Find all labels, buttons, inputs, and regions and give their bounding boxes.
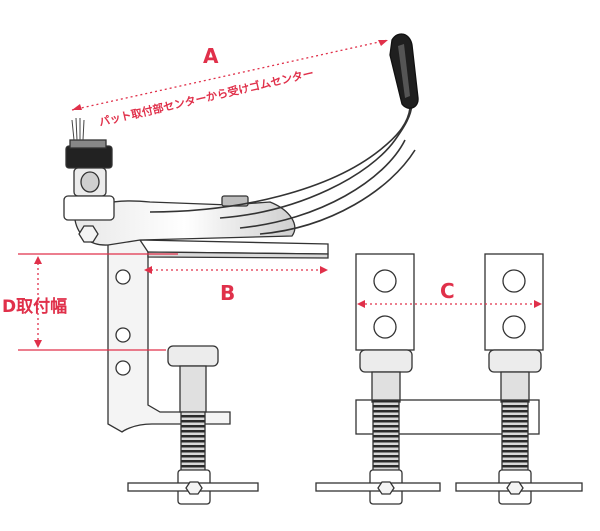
mount-hole <box>115 269 131 285</box>
mount-hole <box>373 315 397 339</box>
mount-hole <box>502 315 526 339</box>
front-view <box>315 253 583 505</box>
hex-bolt <box>78 225 99 243</box>
dimension-lines <box>18 39 542 351</box>
threaded-rod <box>501 399 529 473</box>
arrow-head <box>357 300 365 308</box>
mount-hole <box>115 327 131 343</box>
arrow-head <box>534 300 542 308</box>
arrow-head <box>144 266 152 274</box>
arrow-head <box>34 256 42 264</box>
mount-hole <box>115 360 131 376</box>
spring-arm <box>149 107 411 213</box>
dimension-a-label: A <box>203 44 219 68</box>
dimension-d-label: D取付幅 <box>2 296 67 317</box>
mount-hole <box>502 269 526 293</box>
dimension-a-caption: パット取付部センターから受けゴムセンター <box>98 66 316 129</box>
threaded-rod <box>180 411 206 473</box>
spring-arm <box>239 139 406 229</box>
spring-arm <box>259 149 416 235</box>
threaded-rod <box>372 399 400 473</box>
arrow-head <box>34 340 42 348</box>
dimension-b-label: B <box>220 281 235 305</box>
dimension-a-line <box>71 39 389 111</box>
arrow-head <box>72 104 82 110</box>
pad-threads <box>71 117 85 141</box>
spring-arm <box>219 103 413 219</box>
pad-holder <box>65 145 113 169</box>
clamp-handle <box>167 345 219 367</box>
arrow-head <box>378 40 388 46</box>
dimension-c-label: C <box>440 279 455 303</box>
mount-hole <box>373 269 397 293</box>
side-view <box>63 33 419 505</box>
arrow-head <box>320 266 328 274</box>
clamp-body <box>107 231 231 433</box>
